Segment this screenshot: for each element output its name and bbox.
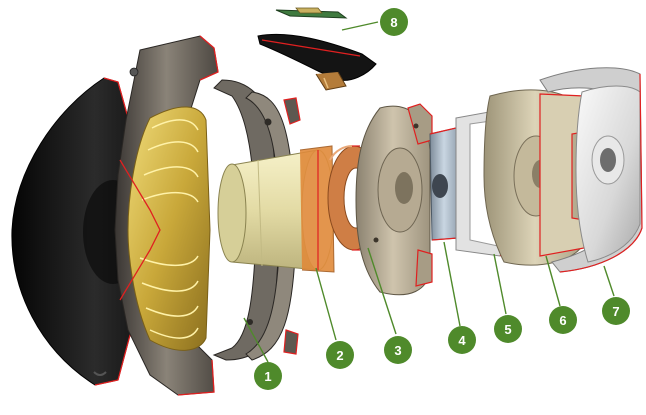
voice-coil-former <box>217 145 335 273</box>
callout-2: 2 <box>326 341 354 369</box>
callout-badge <box>254 362 282 390</box>
leader-line-8 <box>341 21 379 31</box>
top-plate <box>355 103 433 296</box>
callout-badge <box>380 8 408 36</box>
rear-housing <box>539 67 643 273</box>
callout-label: 6 <box>559 313 566 328</box>
callout-6: 6 <box>549 306 577 334</box>
magnet-ring <box>429 127 459 241</box>
callout-label: 7 <box>612 304 619 319</box>
leader-line-2 <box>315 267 337 341</box>
leader-lines <box>243 21 615 363</box>
callout-4: 4 <box>448 326 476 354</box>
leader-line-6 <box>545 255 561 307</box>
callout-label: 1 <box>264 369 271 384</box>
leader-line-5 <box>493 253 507 315</box>
callout-label: 2 <box>336 348 343 363</box>
callout-8: 8 <box>380 8 408 36</box>
callout-7: 7 <box>602 297 630 325</box>
leader-line-7 <box>603 265 615 297</box>
leader-line-3 <box>367 247 397 335</box>
leader-line-1 <box>243 317 269 363</box>
leader-line-4 <box>443 241 461 327</box>
callout-label: 4 <box>458 333 466 348</box>
spider-corrugated <box>119 106 211 351</box>
pole-plate <box>483 89 587 266</box>
callout-3: 3 <box>384 336 412 364</box>
terminal-connector <box>257 7 377 91</box>
callout-5: 5 <box>494 315 522 343</box>
callout-badge <box>326 341 354 369</box>
callout-label: 3 <box>394 343 401 358</box>
callout-label: 8 <box>390 15 397 30</box>
callout-badge <box>549 306 577 334</box>
callout-label: 5 <box>504 322 511 337</box>
callout-badge <box>494 315 522 343</box>
callout-badge <box>448 326 476 354</box>
callout-1: 1 <box>254 362 282 390</box>
callout-badge <box>384 336 412 364</box>
callout-badge <box>602 297 630 325</box>
